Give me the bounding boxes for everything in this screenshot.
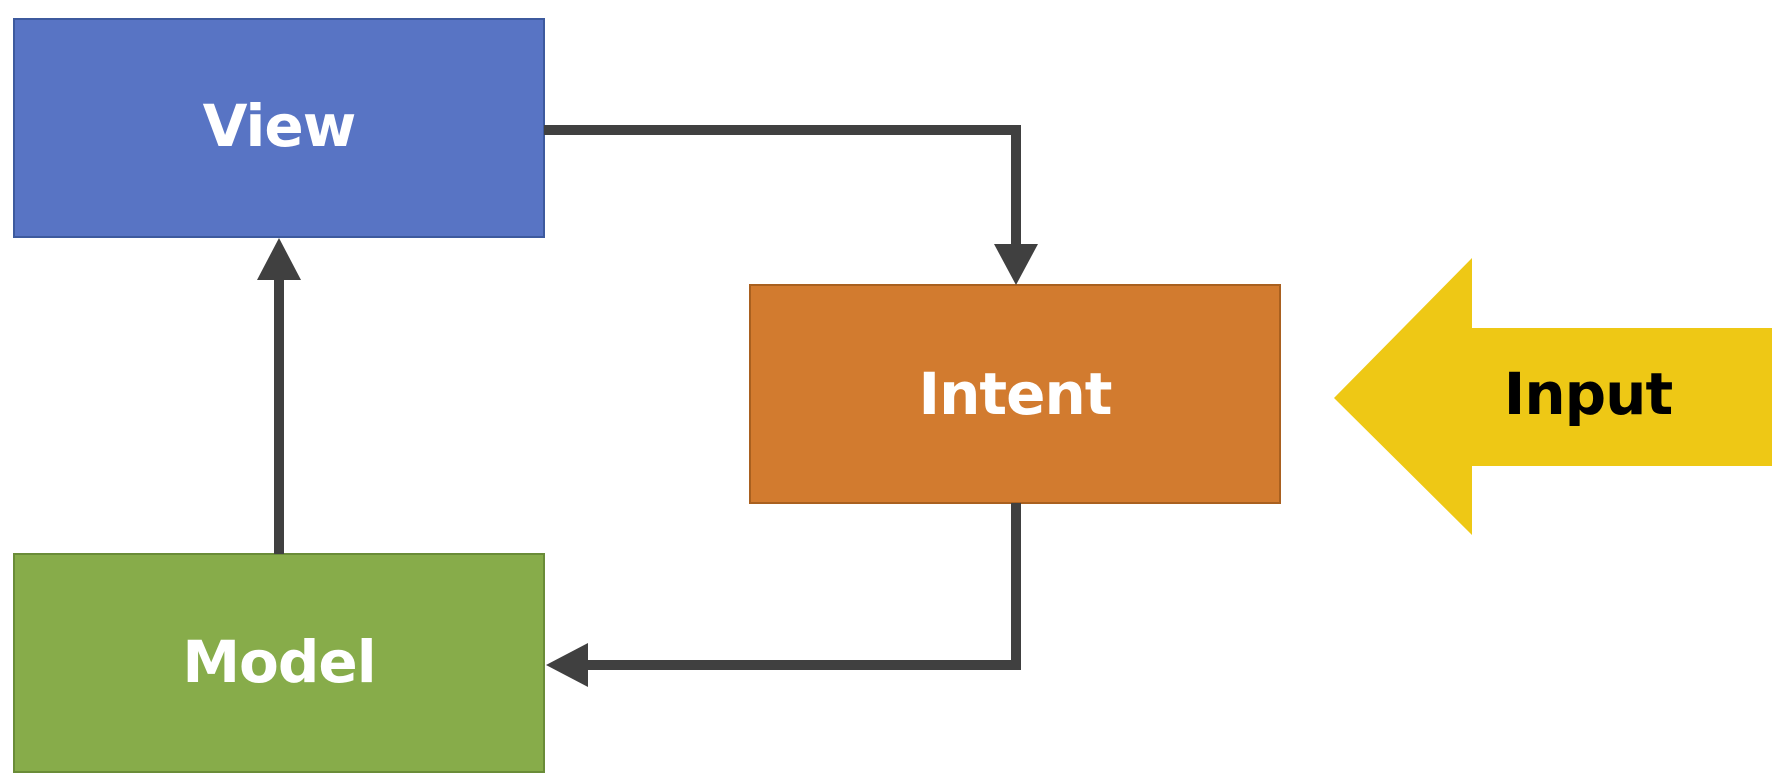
intent-label: Intent — [919, 360, 1112, 428]
edge-view-to-intent-line — [544, 125, 1021, 248]
edge-intent-to-model — [546, 503, 1021, 687]
edge-view-to-intent-arrowhead — [994, 244, 1038, 285]
intent-box — [749, 284, 1281, 504]
view-node: View — [13, 18, 545, 238]
view-label: View — [203, 92, 356, 160]
edge-intent-to-model-arrowhead — [546, 643, 588, 687]
edge-model-to-view — [257, 238, 301, 554]
input-node: Input — [1334, 258, 1772, 535]
edge-view-to-intent — [544, 125, 1038, 285]
view-box — [13, 18, 545, 238]
intent-node: Intent — [749, 284, 1281, 504]
model-label: Model — [182, 628, 375, 696]
input-arrow-shape — [1334, 258, 1772, 535]
edge-intent-to-model-line — [585, 503, 1021, 670]
input-label: Input — [1504, 360, 1673, 428]
model-node: Model — [13, 553, 545, 773]
edge-model-to-view-arrowhead — [257, 238, 301, 280]
